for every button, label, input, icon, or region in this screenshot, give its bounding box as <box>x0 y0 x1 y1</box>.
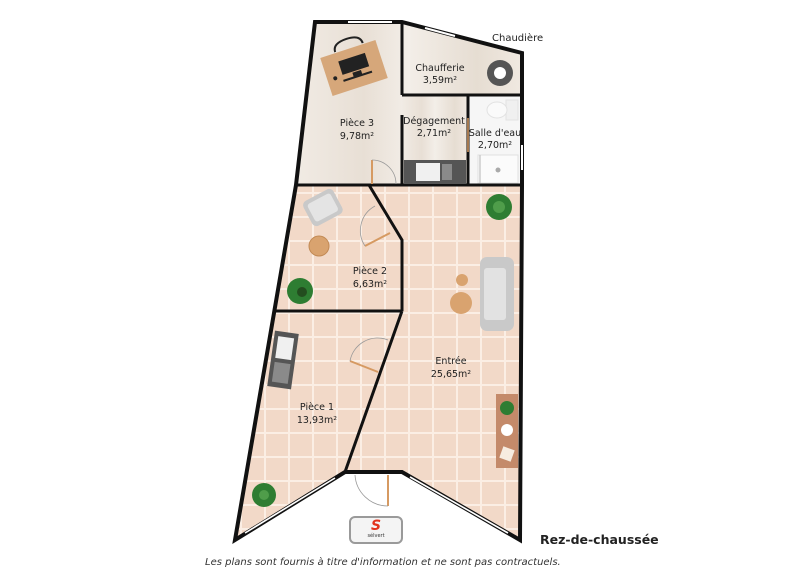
side-table-icon <box>308 235 330 257</box>
plant-icon <box>252 483 276 507</box>
room-area-degagement: 2,71m² <box>417 128 451 139</box>
window-pièce1 <box>244 477 336 534</box>
door-entree[interactable] <box>354 474 389 507</box>
room-area-pièce3: 9,78m² <box>340 131 374 142</box>
tiled-floor <box>235 185 520 540</box>
room-name-pièce3: Pièce 3 <box>340 118 374 129</box>
company-logo: S sélvert <box>349 516 403 544</box>
logo-text: sélvert <box>367 533 385 539</box>
window-entree <box>409 476 509 534</box>
door-pièce2[interactable] <box>359 205 391 247</box>
shower-icon <box>477 154 519 184</box>
door-pièce1[interactable] <box>349 337 389 373</box>
wall-pièce2-right <box>367 184 404 311</box>
room-name-pièce1: Pièce 1 <box>300 402 334 413</box>
wall-pièce1-entree <box>343 310 404 473</box>
room-area-entree: 25,65m² <box>431 369 471 380</box>
room-name-degagement: Dégagement <box>403 116 465 127</box>
console-icon <box>496 394 518 468</box>
room-name-pièce2: Pièce 2 <box>353 266 387 277</box>
window-chaufferie <box>424 27 456 37</box>
cabinet-icon <box>404 160 466 184</box>
coffee-table-icon <box>450 292 472 314</box>
floor-title: Rez-de-chaussée <box>540 532 659 547</box>
toilet-icon <box>486 99 519 121</box>
room-area-pièce2: 6,63m² <box>353 279 387 290</box>
room-area-chaufferie: 3,59m² <box>423 75 457 86</box>
room-area-salle-deau: 2,70m² <box>478 140 512 151</box>
disclaimer: Les plans sont fournis à titre d'informa… <box>205 557 561 568</box>
logo-mark: S <box>370 518 382 534</box>
sofa-icon <box>480 257 514 331</box>
door-pièce3[interactable] <box>371 159 397 185</box>
room-name-salle-deau: Salle d'eau <box>469 128 521 139</box>
wall-cabinet-icon <box>267 330 299 390</box>
armchair-icon <box>303 188 343 227</box>
side-table-icon <box>456 274 468 286</box>
boiler-icon <box>487 60 513 86</box>
room-name-entree: Entrée <box>435 356 466 367</box>
plant-icon <box>287 278 313 304</box>
desk-icon <box>320 36 388 96</box>
room-name-chaufferie: Chaufferie <box>415 63 464 74</box>
room-area-pièce1: 13,93m² <box>297 415 337 426</box>
exterior-label-chaudiere: Chaudière <box>492 32 543 44</box>
plant-icon <box>486 194 512 220</box>
